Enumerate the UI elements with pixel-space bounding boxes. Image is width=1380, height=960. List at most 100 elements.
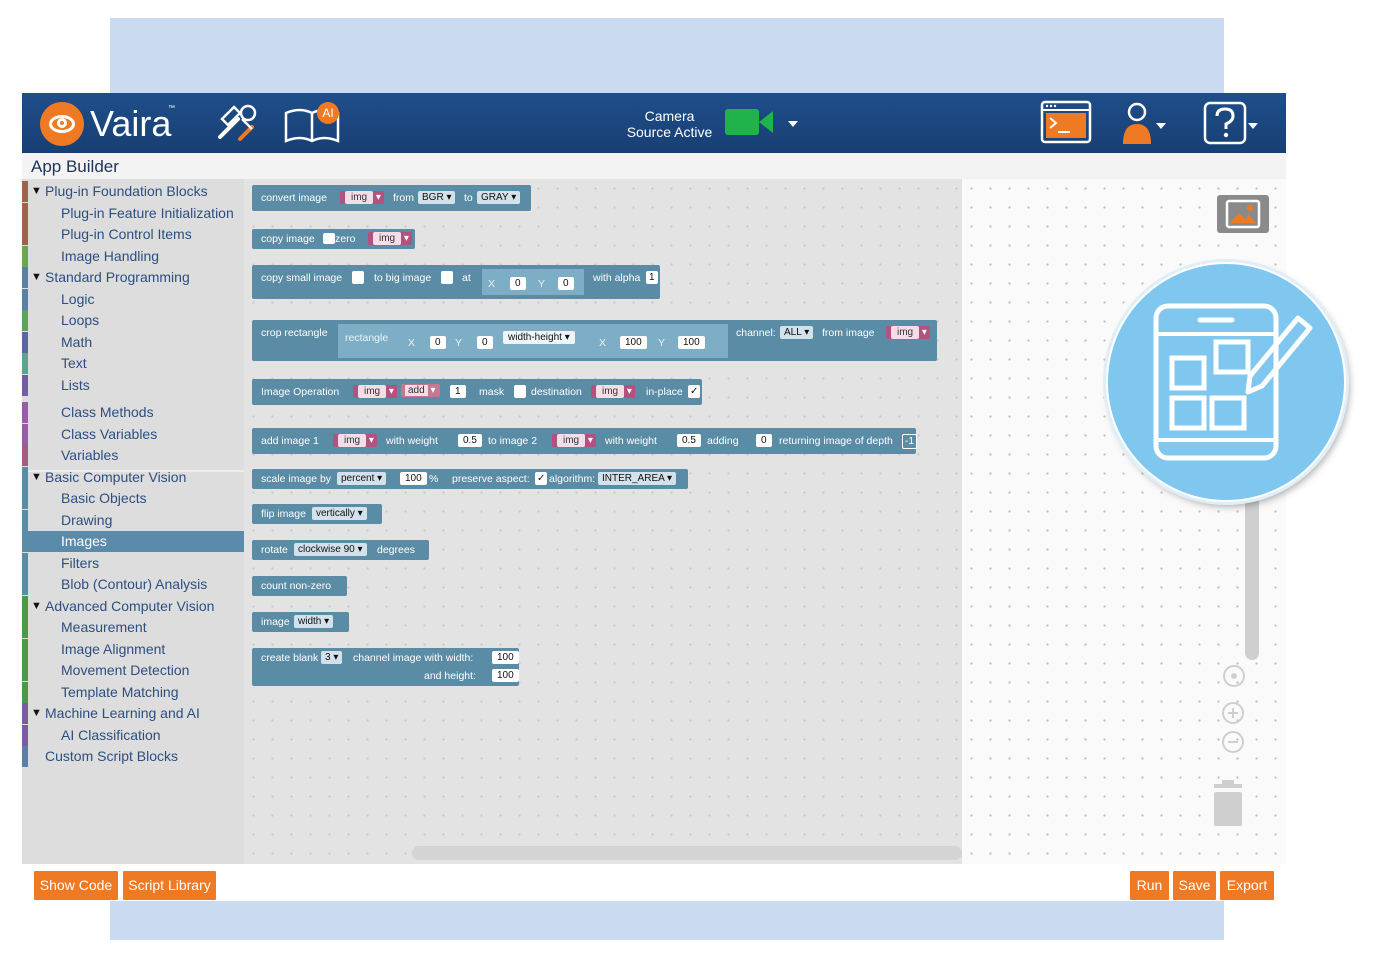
y-input[interactable]: 0 (558, 277, 574, 290)
sidebar-item-standard-programming[interactable]: ▼Standard Programming (22, 267, 244, 288)
from-color-dropdown[interactable]: BGR ▾ (418, 191, 456, 204)
recenter-icon[interactable] (1223, 665, 1245, 687)
y-input[interactable]: 0 (477, 336, 493, 349)
block-crop-rectangle[interactable]: crop rectangle rectangle X 0 Y 0 width-h… (252, 320, 937, 361)
sidebar-item-machine-learning-and-ai[interactable]: ▼Machine Learning and AI (22, 703, 244, 724)
sidebar-item-logic[interactable]: Logic (22, 289, 244, 310)
flip-mode-dropdown[interactable]: vertically ▾ (312, 507, 367, 520)
script-library-button[interactable]: Script Library (123, 871, 216, 900)
block-image-property[interactable]: image width ▾ (252, 612, 349, 632)
block-scale-image[interactable]: scale image by percent ▾ 100 % preserve … (252, 469, 688, 489)
sidebar-item-plug-in-feature-initialization[interactable]: Plug-in Feature Initialization (22, 203, 244, 224)
block-flip-image[interactable]: flip image vertically ▾ (252, 504, 382, 524)
image-variable-dropdown[interactable]: img ▾ (333, 434, 377, 447)
save-button[interactable]: Save (1173, 871, 1216, 900)
adding-input[interactable]: 0 (756, 434, 772, 447)
expand-triangle-icon[interactable]: ▼ (31, 707, 42, 719)
sidebar-item-measurement[interactable]: Measurement (22, 617, 244, 638)
user-dropdown-icon[interactable] (1156, 123, 1166, 129)
channel-count-dropdown[interactable]: 3 ▾ (321, 651, 343, 664)
block-add-weighted[interactable]: add image 1 img ▾ with weight 0.5 to ima… (252, 428, 917, 454)
trash-icon[interactable] (1212, 780, 1244, 826)
sidebar-item-class-variables[interactable]: Class Variables (22, 424, 244, 445)
block-copy-image[interactable]: copy image zero img ▾ (252, 229, 415, 249)
channel-dropdown[interactable]: ALL ▾ (780, 326, 814, 339)
depth-input[interactable]: -1 (902, 434, 917, 449)
x-input[interactable]: 0 (430, 336, 446, 349)
sidebar-item-image-alignment[interactable]: Image Alignment (22, 639, 244, 660)
sidebar-item-class-methods[interactable]: Class Methods (22, 402, 244, 423)
sidebar-item-drawing[interactable]: Drawing (22, 510, 244, 531)
expand-triangle-icon[interactable]: ▼ (31, 471, 42, 483)
horizontal-scrollbar[interactable] (412, 846, 962, 860)
zoom-out-icon[interactable] (1222, 731, 1244, 753)
block-convert-image[interactable]: convert image img ▾ from BGR ▾ to GRAY ▾ (252, 185, 531, 211)
image-variable-dropdown[interactable]: img ▾ (886, 326, 930, 339)
width-input[interactable]: 100 (492, 651, 519, 664)
in-place-checkbox[interactable]: ✓ (688, 385, 701, 398)
terminal-icon[interactable] (1040, 100, 1092, 144)
sidebar-item-advanced-computer-vision[interactable]: ▼Advanced Computer Vision (22, 596, 244, 617)
scale-mode-dropdown[interactable]: percent ▾ (337, 472, 387, 485)
small-image-socket[interactable] (352, 271, 364, 284)
sidebar-item-template-matching[interactable]: Template Matching (22, 682, 244, 703)
weight1-input[interactable]: 0.5 (458, 434, 482, 447)
preserve-aspect-checkbox[interactable]: ✓ (535, 472, 548, 485)
sidebar-item-basic-objects[interactable]: Basic Objects (22, 488, 244, 509)
expand-triangle-icon[interactable]: ▼ (31, 271, 42, 283)
zoom-in-icon[interactable] (1222, 702, 1244, 724)
tools-icon[interactable] (212, 99, 260, 147)
sidebar-item-lists[interactable]: Lists (22, 375, 244, 396)
block-rotate[interactable]: rotate clockwise 90 ▾ degrees (252, 540, 429, 560)
rotate-mode-dropdown[interactable]: clockwise 90 ▾ (294, 543, 367, 556)
export-button[interactable]: Export (1220, 871, 1274, 900)
camera-dropdown-icon[interactable] (788, 121, 798, 127)
point-block[interactable]: X 0 Y 0 (482, 269, 584, 295)
expand-triangle-icon[interactable]: ▼ (31, 600, 42, 612)
sidebar-item-custom-script-blocks[interactable]: Custom Script Blocks (22, 746, 244, 767)
block-count-non-zero[interactable]: count non-zero (252, 576, 347, 596)
rect-mode-dropdown[interactable]: width-height ▾ (503, 331, 575, 344)
scale-value-input[interactable]: 100 (400, 472, 427, 485)
show-code-button[interactable]: Show Code (34, 871, 118, 900)
image-preview-button[interactable] (1217, 195, 1269, 233)
image-property-dropdown[interactable]: width ▾ (294, 615, 334, 628)
image-variable-dropdown[interactable]: img ▾ (591, 385, 635, 398)
block-image-operation[interactable]: Image Operation img ▾ add ▾ 1 mask desti… (252, 379, 702, 405)
sidebar-item-plug-in-control-items[interactable]: Plug-in Control Items (22, 224, 244, 245)
help-icon[interactable] (1203, 101, 1249, 147)
block-workspace[interactable]: convert image img ▾ from BGR ▾ to GRAY ▾… (244, 179, 962, 864)
video-camera-icon[interactable] (725, 109, 759, 135)
image-variable-dropdown[interactable]: img ▾ (368, 232, 412, 245)
help-dropdown-icon[interactable] (1248, 123, 1258, 129)
sidebar-item-variables[interactable]: Variables (22, 445, 244, 466)
sidebar-item-math[interactable]: Math (22, 332, 244, 353)
run-button[interactable]: Run (1130, 871, 1169, 900)
operand-input[interactable]: 1 (450, 385, 466, 398)
sidebar-item-images[interactable]: Images (22, 531, 244, 552)
sidebar-item-text[interactable]: Text (22, 353, 244, 374)
height-input[interactable]: 100 (492, 669, 519, 682)
x-input[interactable]: 0 (510, 277, 526, 290)
algorithm-dropdown[interactable]: INTER_AREA ▾ (598, 472, 677, 485)
zero-checkbox[interactable] (323, 233, 335, 244)
sidebar-item-ai-classification[interactable]: AI Classification (22, 725, 244, 746)
image-variable-dropdown[interactable]: img ▾ (552, 434, 596, 447)
sidebar-item-blob-contour-analysis[interactable]: Blob (Contour) Analysis (22, 574, 244, 595)
expand-triangle-icon[interactable]: ▼ (31, 185, 42, 197)
block-create-blank[interactable]: create blank 3 ▾ channel image with widt… (252, 648, 519, 686)
alpha-input[interactable]: 1 (646, 271, 658, 284)
big-image-socket[interactable] (441, 271, 453, 284)
height-input[interactable]: 100 (678, 336, 705, 349)
width-input[interactable]: 100 (620, 336, 647, 349)
block-copy-small-image[interactable]: copy small image to big image at X 0 Y 0… (252, 265, 660, 299)
rectangle-block[interactable]: rectangle X 0 Y 0 width-height ▾ X 100 Y… (338, 324, 728, 358)
image-variable-dropdown[interactable]: img ▾ (340, 191, 384, 204)
sidebar-item-basic-computer-vision[interactable]: ▼Basic Computer Vision (22, 467, 244, 488)
user-icon[interactable] (1120, 102, 1154, 146)
sidebar-item-loops[interactable]: Loops (22, 310, 244, 331)
sidebar-item-movement-detection[interactable]: Movement Detection (22, 660, 244, 681)
to-color-dropdown[interactable]: GRAY ▾ (477, 191, 521, 204)
operation-dropdown[interactable]: add ▾ (401, 384, 440, 397)
sidebar-item-plug-in-foundation-blocks[interactable]: ▼Plug-in Foundation Blocks (22, 181, 244, 202)
